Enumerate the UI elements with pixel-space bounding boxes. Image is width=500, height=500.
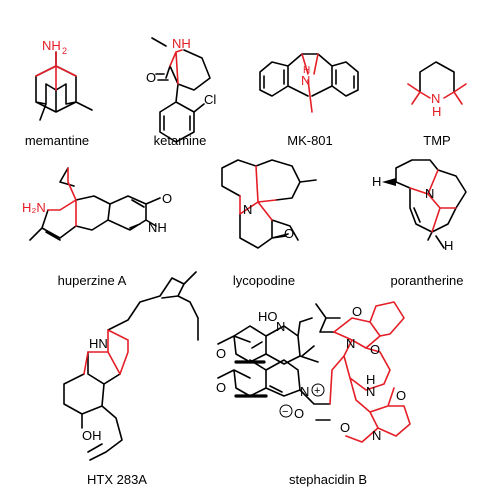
- memantine-amine-subscript: 2: [62, 46, 67, 56]
- ketamine-caption: ketamine: [154, 133, 207, 148]
- huperzine-amine-label: H₂N: [22, 200, 46, 215]
- mk801-caption: MK-801: [287, 133, 333, 148]
- huperzine-carbonyl-o: O: [162, 191, 172, 206]
- lycopodine-carbonyl-o: O: [284, 226, 294, 241]
- huperzine-caption: huperzine A: [58, 273, 127, 288]
- stephacidin-o-top: O: [216, 346, 226, 361]
- ketamine-structure: NH O Cl: [146, 36, 216, 143]
- mk801-amine-h: H: [303, 65, 310, 76]
- stephacidin-amide-o4: O: [340, 420, 350, 435]
- stephacidin-amide-o1: O: [352, 304, 362, 319]
- memantine-caption: memantine: [25, 133, 89, 148]
- stephacidin-plus-charge-circle: [311, 383, 325, 397]
- stephacidin-amide-nh: H: [366, 372, 375, 387]
- stephacidin-amide-n2: N: [366, 384, 375, 399]
- lycopodine-amine-label: N: [243, 202, 252, 217]
- tmp-amine-label: N: [431, 91, 440, 106]
- stephacidin-hydroxyl-label: HO: [258, 309, 278, 324]
- stephacidin-amide-o2: O: [370, 342, 380, 357]
- memantine-structure: NH 2: [35, 38, 93, 121]
- porantherine-h-bottom: H: [444, 238, 453, 253]
- stephacidin-plus-charge: +: [314, 385, 320, 397]
- stephacidin-o-left: O: [216, 380, 226, 395]
- lycopodine-caption: lycopodine: [233, 273, 295, 288]
- stephacidin-b-structure: HO N O O N O − + O O N O H N N O: [216, 301, 411, 443]
- stephacidin-amide-o3: O: [396, 388, 406, 403]
- huperzine-lactam-n: NH: [148, 220, 167, 235]
- ketamine-carbonyl-o: O: [146, 70, 156, 85]
- huperzine-structure: H₂N O NH: [22, 167, 172, 241]
- stephacidin-n-bottom: N: [300, 384, 309, 399]
- porantherine-h-top: H: [372, 174, 381, 189]
- ketamine-amine-label: NH: [172, 36, 191, 51]
- porantherine-amine-label: N: [425, 186, 434, 201]
- memantine-amine-label: NH: [42, 38, 61, 53]
- tmp-amine-h: H: [432, 104, 441, 119]
- mk801-amine-label: N: [301, 73, 310, 88]
- stephacidin-o-bottom: O: [294, 406, 304, 421]
- htx-amine-label: HN: [89, 336, 108, 351]
- porantherine-caption: porantherine: [391, 273, 464, 288]
- htx283a-caption: HTX 283A: [87, 472, 147, 487]
- stephacidin-n-top: N: [276, 319, 285, 334]
- htx283a-structure: HN OH: [63, 271, 199, 461]
- lycopodine-structure: N O: [221, 159, 317, 249]
- stephacidin-minus-charge: −: [282, 406, 288, 418]
- tmp-structure: N H: [407, 61, 467, 119]
- tmp-caption: TMP: [423, 133, 450, 148]
- stephacidin-b-caption: stephacidin B: [289, 472, 367, 487]
- stephacidin-amide-n1: N: [346, 336, 355, 351]
- stephacidin-minus-charge-circle: [279, 404, 293, 418]
- mk801-structure: N H: [259, 53, 359, 113]
- stephacidin-amide-n3: N: [372, 428, 381, 443]
- htx-hydroxyl-label: OH: [82, 428, 102, 443]
- porantherine-structure: N H H: [372, 159, 467, 253]
- ketamine-chloro-label: Cl: [204, 92, 216, 107]
